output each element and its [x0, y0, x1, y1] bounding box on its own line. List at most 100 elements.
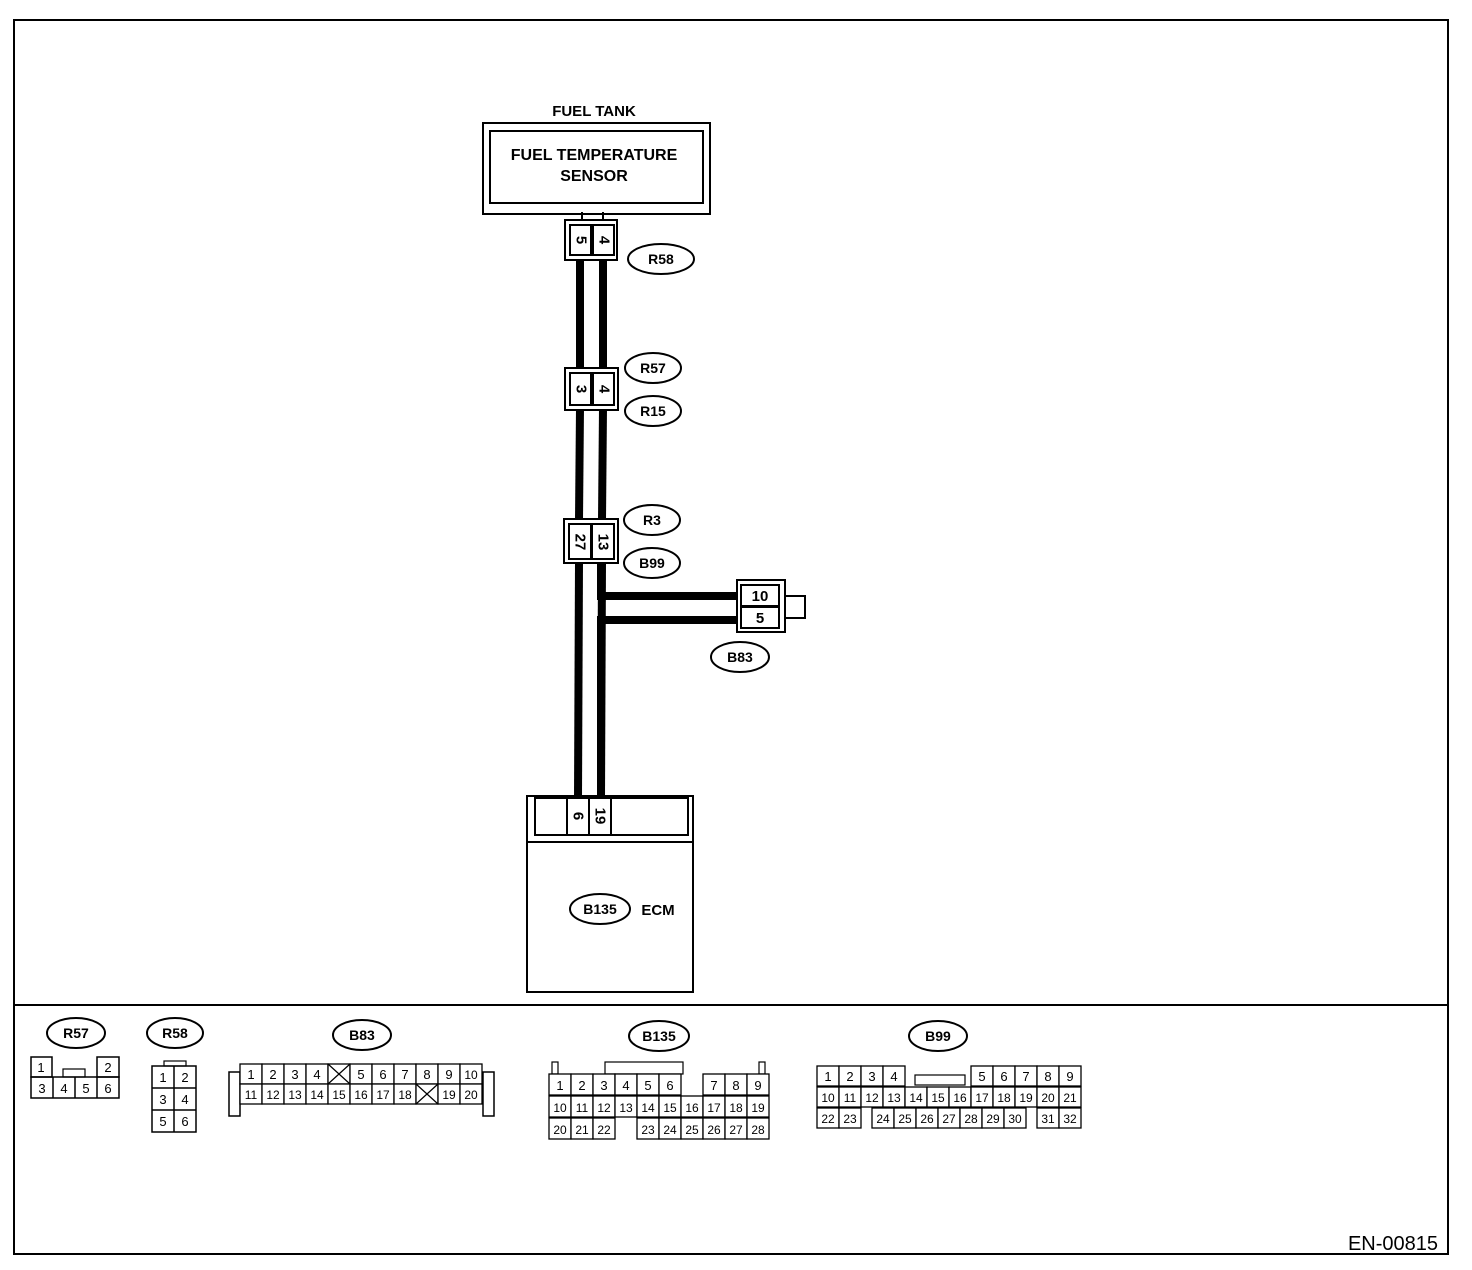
legend-b83-pin: 20: [464, 1088, 478, 1102]
legend-b99-pin: 18: [997, 1091, 1011, 1105]
legend-b83-pin: 7: [401, 1067, 408, 1082]
legend-b83-label: B83: [349, 1027, 375, 1043]
fuel-temperature-sensor-box: [489, 130, 704, 204]
legend-b99-pin: 20: [1041, 1091, 1055, 1105]
r3-pin-27: 27: [572, 534, 589, 551]
legend-b99-pin: 14: [909, 1091, 923, 1105]
legend-b99-pin: 5: [978, 1069, 985, 1084]
legend-r57-pin: 6: [104, 1081, 111, 1096]
b83-tag: [710, 641, 770, 673]
document-code: EN-00815: [1348, 1233, 1438, 1255]
legend-b83-cell: [459, 1083, 483, 1105]
legend-b83-pin: 3: [291, 1067, 298, 1082]
b83-tag-label: B83: [727, 649, 753, 665]
legend-b135-pin: 21: [575, 1123, 589, 1137]
legend-b83-pin: 8: [423, 1067, 430, 1082]
legend-b135-pin: 1: [556, 1078, 563, 1093]
legend-b135-pin: 3: [600, 1078, 607, 1093]
legend-r58-pin: 1: [159, 1070, 166, 1085]
legend-b99-pin: 6: [1000, 1069, 1007, 1084]
legend-b83-pin: 9: [445, 1067, 452, 1082]
legend-b99-pin: 10: [821, 1091, 835, 1105]
ecm-pin-19: 19: [592, 808, 609, 825]
r57-pin-4: 4: [596, 385, 613, 394]
legend-b99-cell: [1058, 1107, 1082, 1129]
legend-b135-pin: 11: [576, 1101, 589, 1115]
legend-r57-pin: 4: [60, 1081, 67, 1096]
legend-b99-pin: 23: [843, 1112, 857, 1126]
legend-b99-pin: 19: [1019, 1091, 1033, 1105]
legend-b135-pin: 15: [663, 1101, 677, 1115]
r3-tag: [623, 504, 681, 536]
legend-b135-pin: 22: [597, 1123, 611, 1137]
legend-b135-pin: 10: [553, 1101, 567, 1115]
legend-b135-cell: [658, 1073, 682, 1096]
legend-b99-pin: 25: [898, 1112, 912, 1126]
legend-b99-cell: [1058, 1065, 1082, 1087]
ecm-pin-6: 6: [570, 812, 587, 820]
r58-pin-5: 5: [573, 236, 590, 244]
connector-r3-b99: 27 13: [563, 518, 619, 564]
legend-b83-pin: 11: [245, 1088, 258, 1102]
legend-b99-pin: 1: [824, 1069, 831, 1084]
legend-b99-pin: 8: [1044, 1069, 1051, 1084]
legend-b99-pin: 2: [846, 1069, 853, 1084]
legend-b135-pin: 14: [641, 1101, 655, 1115]
legend-b99-pin: 29: [986, 1112, 1000, 1126]
b83-pin-10: 10: [752, 588, 769, 605]
legend-r58-pin: 4: [181, 1092, 188, 1107]
r3-pin-13: 13: [595, 534, 612, 551]
b83-pin-5: 5: [756, 610, 764, 627]
r58-tag-label: R58: [648, 251, 674, 267]
legend-r57: R57 1 2 3 4 5 6: [30, 1017, 120, 1099]
legend-b83-pin: 19: [442, 1088, 456, 1102]
legend-r57-pin: 5: [82, 1081, 89, 1096]
legend-b135-pin: 9: [754, 1078, 761, 1093]
legend-b99-pin: 12: [865, 1091, 879, 1105]
legend-b135-pin: 25: [685, 1123, 699, 1137]
b99-tag-label: B99: [639, 555, 665, 571]
legend-b83-pin: 5: [357, 1067, 364, 1082]
r57-tag-label: R57: [640, 360, 666, 376]
legend-b83-pin: 4: [313, 1067, 320, 1082]
legend-b83-blank-mark: [327, 1063, 351, 1085]
legend-b99-label: B99: [925, 1028, 951, 1044]
legend-b83-pin: 12: [266, 1088, 280, 1102]
legend-b83-pin: 17: [376, 1088, 390, 1102]
legend-b135-cell: [746, 1095, 770, 1118]
sensor-label-line2: SENSOR: [560, 168, 628, 185]
r15-tag-label: R15: [640, 403, 666, 419]
legend-b135-pin: 27: [729, 1123, 743, 1137]
connector-r58: 5 4: [564, 219, 618, 261]
legend-b135-pin: 6: [666, 1078, 673, 1093]
legend-b83-pin: 6: [379, 1067, 386, 1082]
legend-r58-label: R58: [162, 1025, 188, 1041]
connector-b83: 10 5: [736, 579, 806, 633]
legend-b135-pin: 16: [685, 1101, 699, 1115]
legend-b135-pin: 17: [707, 1101, 721, 1115]
b99-tag: [623, 547, 681, 579]
legend-b135-pin: 23: [641, 1123, 655, 1137]
legend-b135-pin: 5: [644, 1078, 651, 1093]
legend-b99-pin: 17: [975, 1091, 989, 1105]
legend-b99-cell: [1003, 1107, 1027, 1129]
r57-tag: [624, 352, 682, 384]
legend-b135-cell: [746, 1117, 770, 1140]
legend-b83-pin: 2: [269, 1067, 276, 1082]
legend-b99-cell: [838, 1107, 862, 1129]
legend-r58: R58 1 2 3 4 5 6: [146, 1017, 204, 1133]
legend-b99-pin: 11: [844, 1091, 857, 1105]
legend-r57-pin: 2: [104, 1060, 111, 1075]
legend-b83-pin: 1: [247, 1067, 254, 1082]
legend-b135-pin: 8: [732, 1078, 739, 1093]
legend-b99-pin: 26: [920, 1112, 934, 1126]
legend-b99-pin: 21: [1063, 1091, 1077, 1105]
legend-b99-pin: 9: [1066, 1069, 1073, 1084]
legend-b99-pin: 30: [1008, 1112, 1022, 1126]
legend-b135-pin: 24: [663, 1123, 677, 1137]
legend-r58-pin: 5: [159, 1114, 166, 1129]
legend-b135-pin: 12: [597, 1101, 611, 1115]
b135-tag: [569, 893, 631, 925]
